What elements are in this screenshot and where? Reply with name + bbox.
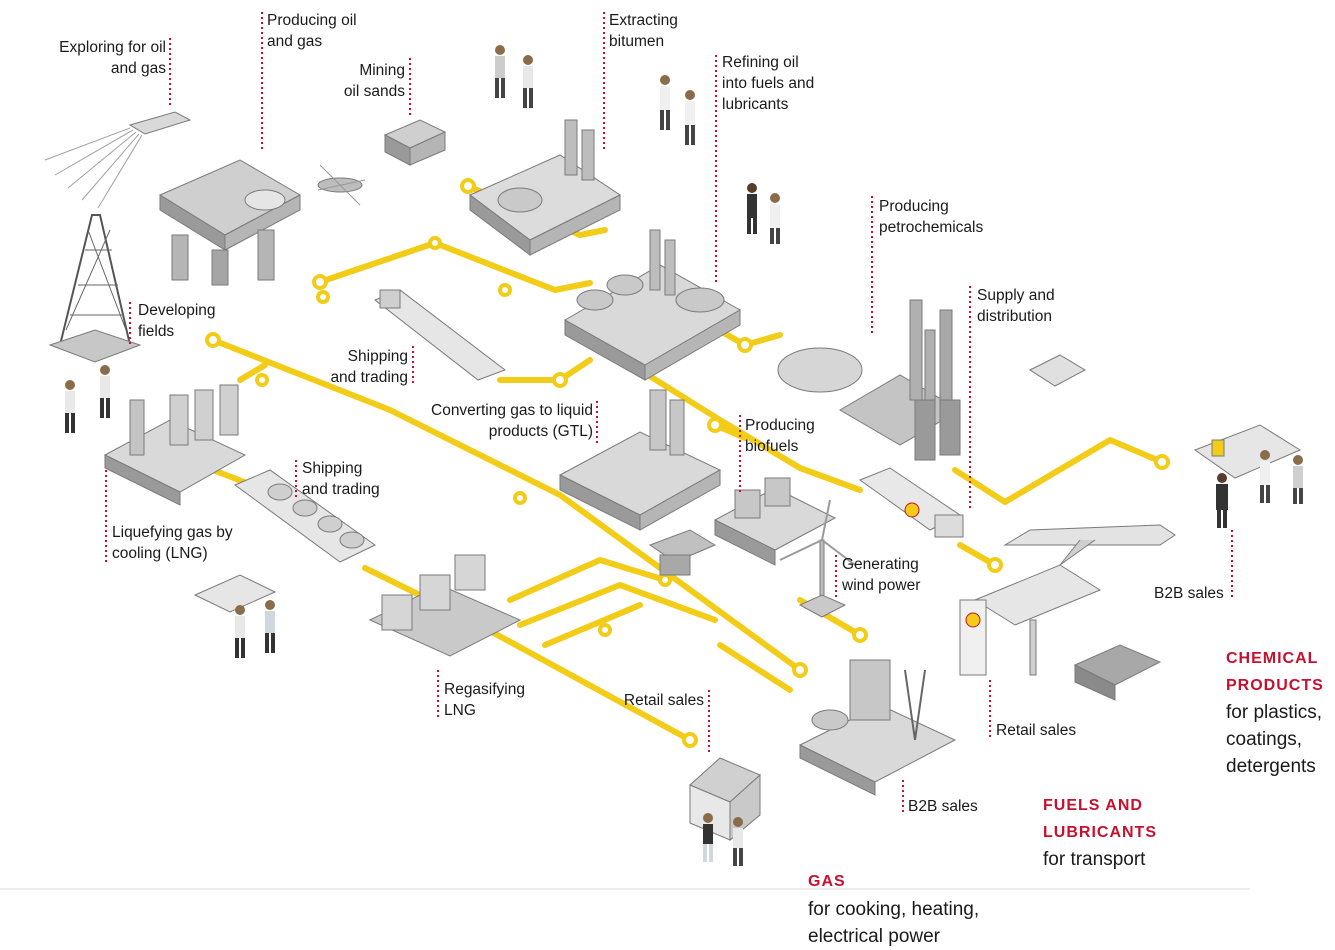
person-icon — [65, 380, 75, 433]
label-refining: Refining oil into fuels and lubricants — [722, 54, 815, 113]
label-extracting: Extracting bitumen — [609, 12, 678, 50]
b2b-office-icon — [1193, 424, 1302, 479]
gtl-plant-icon — [558, 389, 722, 531]
label-b2b-center: B2B sales — [908, 798, 978, 815]
helicopter-icon — [317, 164, 366, 206]
regas-terminal-icon — [368, 554, 522, 657]
combine-harvester-icon — [648, 529, 717, 576]
person-icon — [747, 183, 757, 234]
category-gas-desc: for cooking, heating, electrical power — [808, 899, 980, 947]
person-icon — [235, 605, 245, 658]
person-icon — [685, 90, 695, 145]
pipe-gas-branch1 — [507, 557, 668, 603]
label-retail-fuel: Retail sales — [996, 722, 1077, 739]
pipe-gas-branch2 — [517, 582, 718, 628]
control-room-icon — [193, 574, 277, 613]
label-retail-gas: Retail sales — [623, 692, 704, 709]
person-icon — [1260, 450, 1270, 503]
label-biofuels: Producing biofuels — [745, 417, 815, 455]
tanker-ship-upper-icon — [374, 289, 507, 381]
bitumen-plant-icon — [469, 119, 621, 256]
facilities — [44, 111, 1302, 842]
person-icon — [265, 600, 275, 653]
gas-station-icon — [959, 564, 1102, 676]
petrochemical-plant-icon — [777, 299, 961, 461]
category-gas-title: GAS — [808, 873, 846, 890]
person-icon — [660, 75, 670, 130]
label-shipping-lower: Shipping and trading — [302, 460, 380, 498]
label-producing: Producing oil and gas — [267, 12, 357, 50]
label-mining: Mining oil sands — [343, 62, 405, 100]
drilling-rig-icon — [48, 214, 142, 363]
biofuels-plant-icon — [713, 477, 837, 566]
person-icon — [703, 813, 713, 862]
person-icon — [733, 817, 743, 866]
car-icon — [1073, 644, 1162, 701]
people-figures — [65, 45, 1303, 866]
lng-tanker-icon — [233, 469, 376, 563]
wind-turbine-icon — [779, 499, 856, 618]
person-icon — [770, 193, 780, 244]
category-chemical-title: CHEMICAL PRODUCTS — [1226, 650, 1324, 694]
label-regasifying: Regasifying LNG — [444, 681, 525, 719]
mining-equipment-icon — [383, 119, 447, 166]
label-exploring: Exploring for oil and gas — [59, 39, 166, 77]
house-icon — [689, 757, 761, 842]
person-icon — [523, 55, 533, 108]
exploration-ship-icon — [44, 111, 192, 209]
supply-office-icon — [1028, 354, 1087, 387]
offshore-platform-icon — [158, 159, 302, 286]
person-icon — [100, 365, 110, 418]
pipe-long-diagonal — [210, 337, 803, 673]
airplane-icon — [1003, 524, 1176, 566]
label-leaders — [105, 12, 1233, 815]
pipe-oil-left — [317, 240, 593, 293]
label-shipping-upper: Shipping and trading — [330, 348, 408, 386]
lng-plant-icon — [103, 384, 247, 506]
pipe-to-truck — [637, 367, 863, 493]
pipe-gas-branch3 — [542, 602, 643, 648]
label-b2b-right: B2B sales — [1154, 585, 1224, 602]
label-lng: Liquefying gas by cooling (LNG) — [112, 524, 233, 562]
pipe-chem-out — [952, 437, 1165, 505]
person-icon — [1216, 473, 1228, 528]
pipe-cross — [237, 362, 268, 383]
refinery-icon — [563, 229, 742, 381]
label-wind: Generating wind power — [842, 556, 921, 594]
category-chemical-desc: for plastics, coatings, detergents — [1226, 702, 1323, 777]
label-petrochemicals: Producing petrochemicals — [879, 198, 984, 236]
label-developing: Developing fields — [138, 302, 216, 340]
pipe-b2b-center — [717, 642, 793, 693]
category-fuels-title: FUELS AND LUBRICANTS — [1043, 797, 1157, 841]
label-supply: Supply and distribution — [977, 287, 1055, 325]
power-plant-icon — [798, 659, 957, 796]
category-fuels-desc: for transport — [1043, 849, 1146, 870]
pipe-ship-regas — [362, 565, 433, 603]
pipe-regas-retail — [467, 617, 693, 743]
person-icon — [1293, 455, 1303, 504]
tanker-truck-icon — [858, 467, 964, 538]
label-gtl: Converting gas to liquid products (GTL) — [431, 402, 593, 440]
person-icon — [495, 45, 505, 98]
